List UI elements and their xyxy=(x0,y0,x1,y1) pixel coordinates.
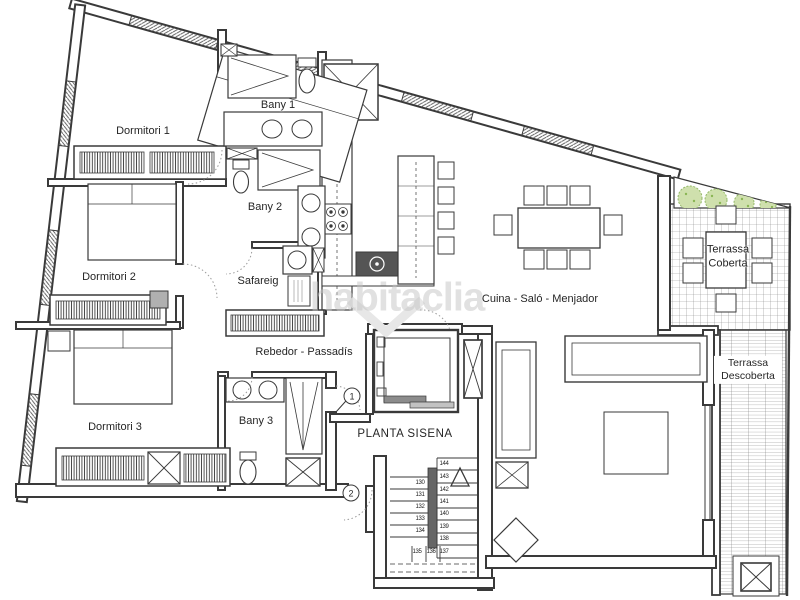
label-dormitori-3: Dormitori 3 xyxy=(88,421,142,434)
dormitori-2-furniture xyxy=(49,183,177,326)
label-bany-1: Bany 1 xyxy=(260,99,296,112)
exterior-wall-left-diagonal xyxy=(15,3,87,504)
elevator-door xyxy=(383,395,427,404)
window-top-4 xyxy=(521,125,595,156)
sofa xyxy=(564,335,708,383)
washbasin-box xyxy=(220,43,238,57)
stair-up-arrow xyxy=(449,466,471,487)
window-top-3 xyxy=(400,91,475,122)
toilet-3 xyxy=(239,451,257,485)
window-left-1 xyxy=(58,80,77,148)
stair-number: 131 xyxy=(415,492,425,498)
stair-number: 139 xyxy=(439,524,449,530)
label-safareig: Safareig xyxy=(237,275,279,288)
stair-number: 133 xyxy=(415,516,425,522)
bany-1-fixtures xyxy=(220,43,323,147)
staircase xyxy=(390,457,478,573)
shower-2 xyxy=(257,149,321,191)
stair-number: 132 xyxy=(415,504,425,510)
window-left-3 xyxy=(20,393,40,467)
door-marker-2: 2 xyxy=(342,484,360,502)
door-swings xyxy=(182,149,451,521)
terrassa-coberta-area xyxy=(669,176,792,597)
ac-unit xyxy=(149,290,169,309)
stair-divider xyxy=(427,467,438,549)
stair-number: 135 xyxy=(412,549,422,555)
nightstand xyxy=(47,330,71,352)
shelf-box-2 xyxy=(226,147,258,160)
kitchen-sink xyxy=(355,251,399,277)
kitchen-island xyxy=(397,155,435,285)
stair-number: 144 xyxy=(439,461,449,467)
label-cuina-salo-menjador: Cuina - Saló - Menjador xyxy=(481,293,599,306)
bed-2 xyxy=(87,183,177,261)
elevator xyxy=(372,328,460,414)
toilet-2 xyxy=(232,159,250,194)
stair-number: 136 xyxy=(426,549,436,555)
label-dormitori-1: Dormitori 1 xyxy=(116,125,170,138)
terrace-right-edge xyxy=(785,205,792,597)
label-bany-2: Bany 2 xyxy=(247,201,283,214)
corridor-closet xyxy=(225,309,325,337)
plan-title: PLANTA SISENA xyxy=(357,427,453,440)
bany-3-fixtures xyxy=(225,377,323,487)
door-marker-1: 1 xyxy=(343,387,361,405)
wardrobe-1 xyxy=(73,145,227,180)
wardrobe-2 xyxy=(49,290,169,326)
chaise xyxy=(495,341,537,459)
vanity-3 xyxy=(225,377,285,403)
stair-number: 140 xyxy=(439,511,449,517)
bany-2-fixtures xyxy=(226,147,326,259)
corner-table xyxy=(493,517,539,563)
stair-number: 130 xyxy=(415,480,425,486)
stair-number: 143 xyxy=(439,474,449,480)
elevator-shaft-box xyxy=(463,339,483,399)
stair-number: 134 xyxy=(415,528,425,534)
label-bany-3: Bany 3 xyxy=(238,415,274,428)
window-left-2 xyxy=(39,229,60,307)
washing-machine xyxy=(282,245,313,275)
wardrobe-3 xyxy=(55,447,231,487)
living-room-furniture xyxy=(493,335,708,563)
cooktop xyxy=(322,203,352,235)
toilet-1 xyxy=(297,57,317,94)
coffee-table xyxy=(603,411,669,475)
shaft-box-3 xyxy=(285,457,321,487)
kitchen xyxy=(321,59,455,311)
label-rebedor: Rebedor - Passadís xyxy=(255,346,353,359)
bar-stools xyxy=(437,161,455,255)
stair-number: 137 xyxy=(439,549,449,555)
stair-number: 142 xyxy=(439,487,449,493)
watermark-text: habitaclia xyxy=(309,275,486,320)
stair-number: 138 xyxy=(439,536,449,542)
shower-3 xyxy=(285,377,323,455)
bed-3 xyxy=(47,329,173,405)
dining-set xyxy=(493,185,623,270)
tall-cabinet xyxy=(287,275,311,307)
dormitori-3-furniture xyxy=(47,329,231,487)
laundry-box xyxy=(312,247,325,273)
side-unit xyxy=(495,461,529,489)
label-dormitori-2: Dormitori 2 xyxy=(82,271,136,284)
shower-1 xyxy=(227,54,297,99)
terrace-shaft-box xyxy=(740,562,772,592)
living-terrace-wall xyxy=(657,175,671,331)
vanity-1 xyxy=(223,111,323,147)
safareig-fixtures xyxy=(282,245,325,307)
window-top-1 xyxy=(128,14,219,51)
stair-number: 141 xyxy=(439,499,449,505)
dining-table xyxy=(517,207,601,249)
terrace-table-and-chairs xyxy=(682,205,773,313)
